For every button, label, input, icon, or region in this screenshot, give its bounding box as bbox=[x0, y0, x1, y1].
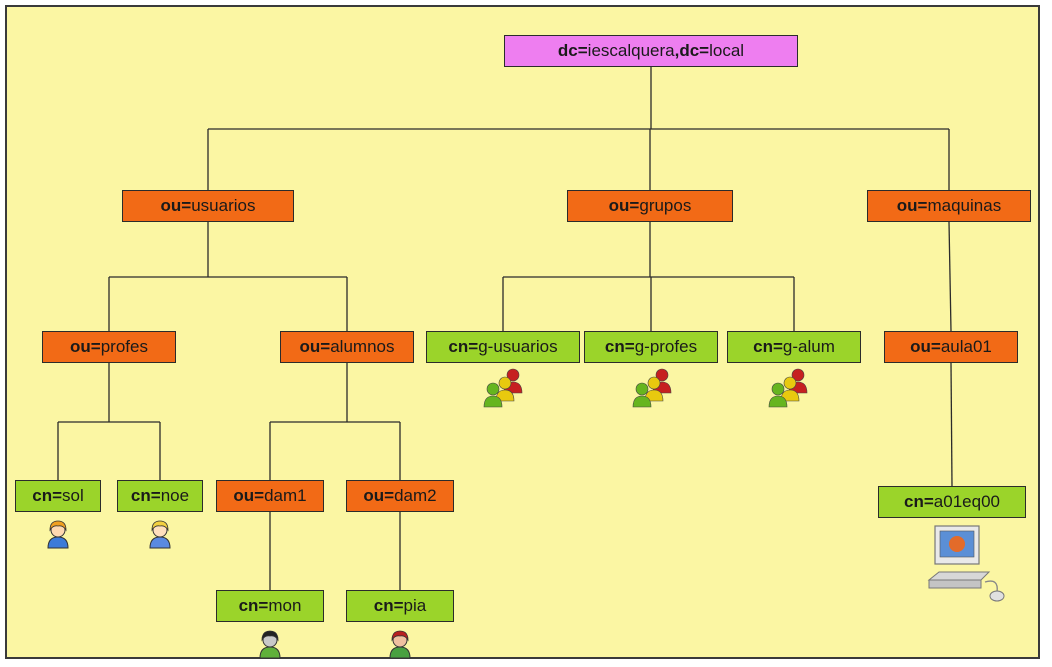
attr-value: pia bbox=[403, 596, 427, 615]
attr-value: noe bbox=[160, 486, 190, 505]
connector-lines bbox=[57, 67, 953, 590]
node-g-profes: cn=g-profes bbox=[584, 331, 718, 363]
attr-value: dam1 bbox=[264, 486, 307, 505]
user-red-icon bbox=[387, 629, 413, 664]
attr-value: iescalquera bbox=[587, 41, 675, 60]
attr-value: maquinas bbox=[927, 196, 1002, 215]
node-maquinas: ou=maquinas bbox=[867, 190, 1031, 222]
attr-key: cn= bbox=[448, 337, 479, 356]
group-icon bbox=[477, 367, 529, 418]
attr-value: a01eq00 bbox=[933, 492, 1000, 511]
attr-value: aula01 bbox=[940, 337, 992, 356]
attr-value: sol bbox=[62, 486, 84, 505]
attr-value: g-alum bbox=[782, 337, 835, 356]
attr-key: ,dc= bbox=[674, 41, 710, 60]
attr-key: cn= bbox=[130, 486, 161, 505]
attr-key: cn= bbox=[753, 337, 783, 356]
user-male-icon bbox=[147, 519, 173, 554]
attr-value: grupos bbox=[639, 196, 692, 215]
node-alumnos: ou=alumnos bbox=[280, 331, 414, 363]
attr-key: ou= bbox=[896, 196, 928, 215]
node-grupos: ou=grupos bbox=[567, 190, 733, 222]
attr-value: profes bbox=[100, 337, 148, 356]
computer-icon bbox=[925, 522, 1009, 613]
attr-key: ou= bbox=[363, 486, 395, 505]
user-female-icon bbox=[45, 519, 71, 554]
attr-value: usuarios bbox=[191, 196, 256, 215]
node-dam2: ou=dam2 bbox=[346, 480, 454, 512]
connector-line bbox=[948, 221, 952, 332]
node-usuarios: ou=usuarios bbox=[122, 190, 294, 222]
attr-value: g-usuarios bbox=[478, 337, 558, 356]
node-aula01: ou=aula01 bbox=[884, 331, 1018, 363]
node-sol: cn=sol bbox=[15, 480, 101, 512]
attr-key: cn= bbox=[373, 596, 404, 615]
attr-value: mon bbox=[268, 596, 302, 615]
attr-key: dc= bbox=[557, 41, 588, 60]
node-pia: cn=pia bbox=[346, 590, 454, 622]
attr-value: alumnos bbox=[330, 337, 395, 356]
attr-key: cn= bbox=[32, 486, 63, 505]
node-a01eq00: cn=a01eq00 bbox=[878, 486, 1026, 518]
node-mon: cn=mon bbox=[216, 590, 324, 622]
attr-key: ou= bbox=[910, 337, 941, 356]
user-dark-icon bbox=[257, 629, 283, 664]
node-root: dc=iescalquera,dc=local bbox=[504, 35, 798, 67]
attr-key: cn= bbox=[604, 337, 635, 356]
attr-key: ou= bbox=[608, 196, 640, 215]
connector-line bbox=[950, 362, 953, 487]
attr-value: local bbox=[709, 41, 745, 60]
attr-key: ou= bbox=[299, 337, 331, 356]
group-icon bbox=[626, 367, 678, 418]
attr-value: g-profes bbox=[634, 337, 698, 356]
attr-key: ou= bbox=[233, 486, 265, 505]
node-profes: ou=profes bbox=[42, 331, 176, 363]
attr-key: ou= bbox=[160, 196, 192, 215]
attr-key: ou= bbox=[70, 337, 101, 356]
group-icon bbox=[762, 367, 814, 418]
node-g-usuarios: cn=g-usuarios bbox=[426, 331, 580, 363]
node-g-alum: cn=g-alum bbox=[727, 331, 861, 363]
attr-key: cn= bbox=[904, 492, 934, 511]
attr-key: cn= bbox=[238, 596, 269, 615]
node-dam1: ou=dam1 bbox=[216, 480, 324, 512]
node-noe: cn=noe bbox=[117, 480, 203, 512]
attr-value: dam2 bbox=[394, 486, 437, 505]
